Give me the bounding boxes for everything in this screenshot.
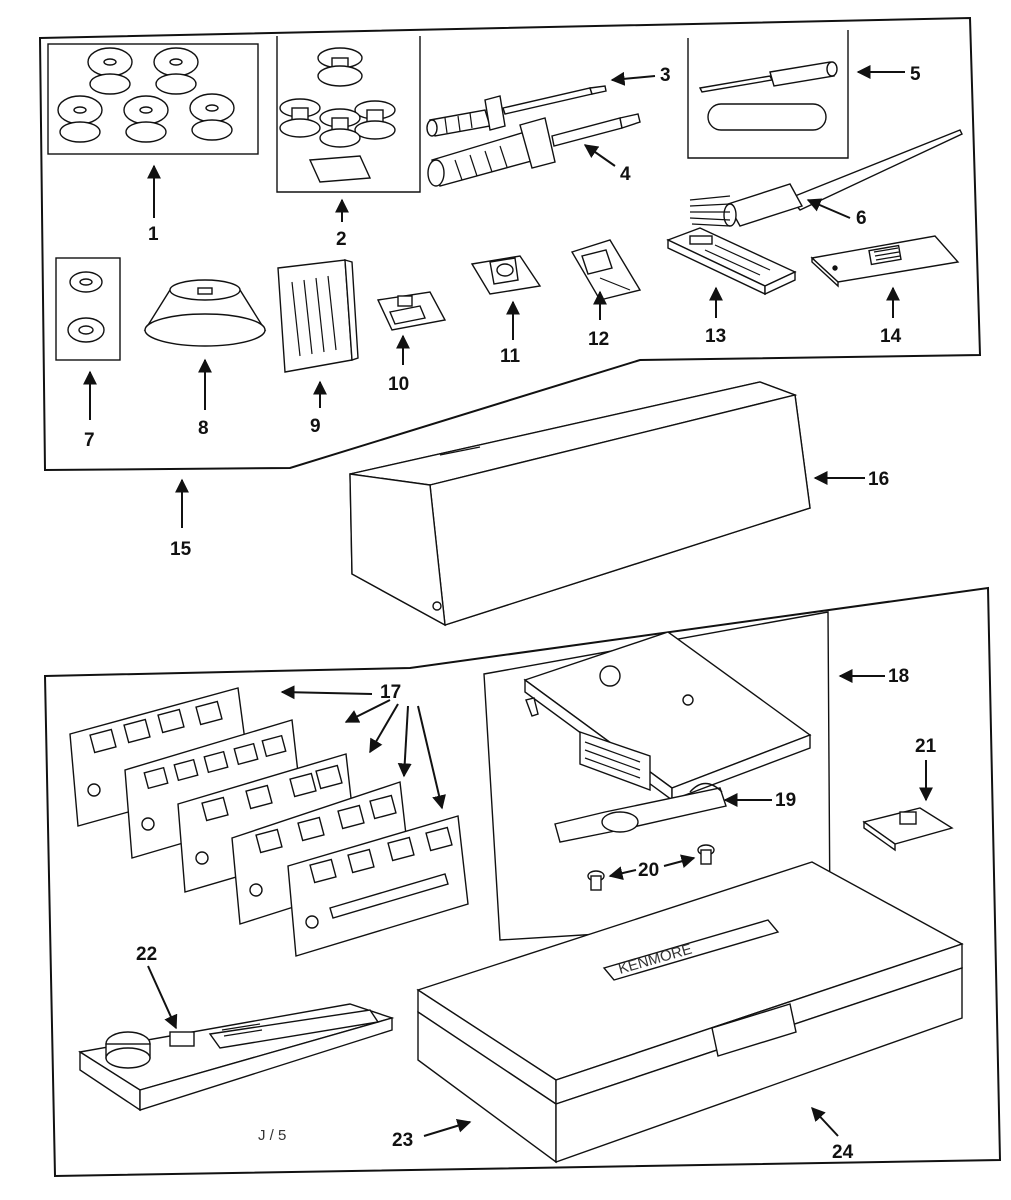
label-16: 16 — [868, 469, 889, 490]
accessory-box-16 — [349, 381, 811, 627]
label-2: 2 — [336, 229, 347, 250]
carrying-case — [416, 861, 964, 1164]
accessory-panel-outline — [38, 16, 982, 472]
presser-foot-21 — [862, 807, 954, 852]
label-14: 14 — [880, 326, 902, 347]
label-6: 6 — [856, 208, 867, 229]
needle-pack — [277, 259, 359, 373]
label-23: 23 — [392, 1130, 413, 1151]
seam-ripper-box — [687, 30, 849, 159]
buttonhole-foot — [666, 227, 797, 296]
small-screwdriver — [426, 85, 607, 137]
label-24: 24 — [832, 1142, 854, 1163]
lower-panel-outline — [43, 586, 1002, 1178]
label-20: 20 — [638, 860, 659, 881]
spool-cap — [143, 279, 267, 347]
spool-set-box — [276, 36, 421, 193]
page-mark: J / 5 — [258, 1127, 286, 1144]
screws — [587, 844, 715, 891]
needle-plate — [810, 235, 960, 288]
buttonhole-attachment — [78, 1003, 395, 1112]
label-4: 4 — [620, 164, 631, 185]
label-22: 22 — [136, 944, 157, 965]
presser-foot-12 — [570, 239, 642, 301]
label-13: 13 — [705, 326, 726, 347]
label-10: 10 — [388, 374, 409, 395]
label-7: 7 — [84, 430, 95, 451]
bobbin-set-box — [47, 43, 259, 155]
label-11: 11 — [500, 346, 521, 367]
label-21: 21 — [915, 736, 937, 757]
label-17: 17 — [380, 682, 401, 703]
extension-table — [523, 631, 812, 802]
label-5: 5 — [910, 64, 921, 85]
large-screwdriver — [427, 113, 641, 187]
mounting-bracket — [554, 782, 727, 843]
label-1: 1 — [148, 224, 159, 245]
label-19: 19 — [775, 790, 796, 811]
label-3: 3 — [660, 65, 671, 86]
feed-cover-box — [55, 257, 121, 361]
label-18: 18 — [888, 666, 909, 687]
label-8: 8 — [198, 418, 209, 439]
presser-foot-10 — [376, 291, 447, 331]
presser-foot-11 — [470, 255, 542, 295]
label-9: 9 — [310, 416, 321, 437]
label-12: 12 — [588, 329, 609, 350]
label-15: 15 — [170, 539, 192, 560]
pattern-cards — [69, 687, 469, 957]
lint-brush — [689, 129, 963, 227]
